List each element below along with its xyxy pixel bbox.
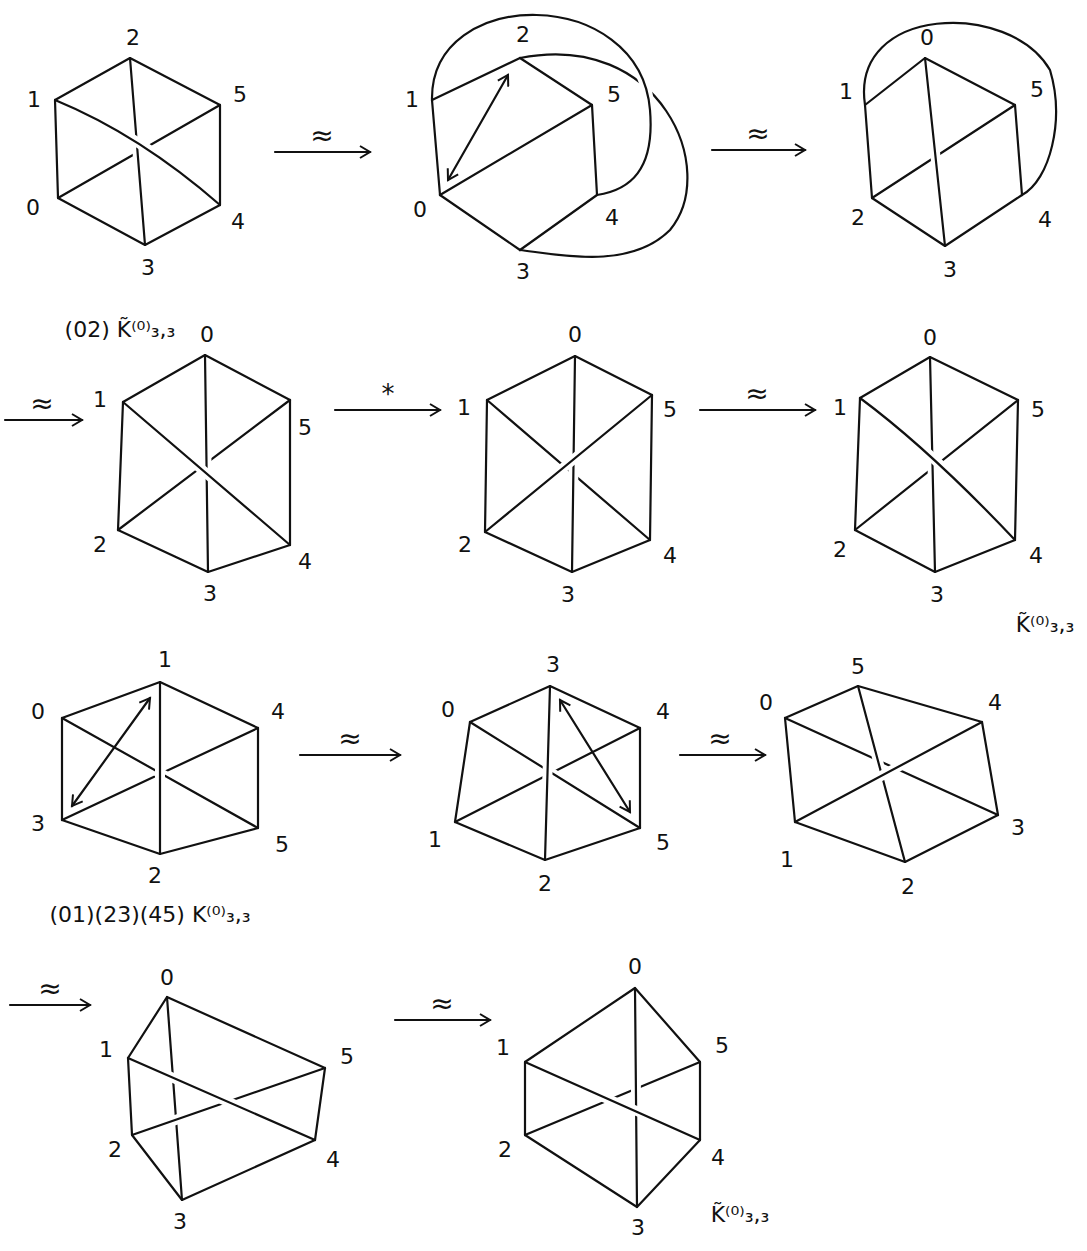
vertex-number: 4 bbox=[1038, 208, 1052, 232]
vertex-number: 1 bbox=[99, 1038, 113, 1062]
equivalence-sign: ≈ bbox=[430, 989, 453, 1020]
vertex-number: 2 bbox=[833, 538, 847, 562]
vertex-number: 4 bbox=[711, 1146, 725, 1170]
equivalence-sign: ≈ bbox=[30, 389, 53, 420]
vertex-number: 1 bbox=[780, 848, 794, 872]
vertex-number: 2 bbox=[901, 875, 915, 899]
graph-figure bbox=[864, 23, 1056, 246]
vertex-number: 2 bbox=[126, 26, 140, 50]
vertex-number: 5 bbox=[1030, 78, 1044, 102]
vertex-number: 5 bbox=[656, 831, 670, 855]
vertex-number: 2 bbox=[93, 533, 107, 557]
vertex-number: 3 bbox=[141, 256, 155, 280]
vertex-number: 3 bbox=[1011, 816, 1025, 840]
graph-name: (01)(23)(45) K⁽⁰⁾₃,₃ bbox=[49, 903, 250, 927]
vertex-number: 2 bbox=[498, 1138, 512, 1162]
vertex-number: 1 bbox=[833, 396, 847, 420]
vertex-number: 5 bbox=[715, 1034, 729, 1058]
vertex-number: 0 bbox=[923, 326, 937, 350]
graph-figure bbox=[855, 357, 1018, 572]
vertex-number: 2 bbox=[851, 206, 865, 230]
vertex-number: 0 bbox=[160, 966, 174, 990]
vertex-number: 5 bbox=[607, 83, 621, 107]
vertex-number: 0 bbox=[628, 955, 642, 979]
vertex-number: 3 bbox=[31, 812, 45, 836]
equivalence-sign: ≈ bbox=[338, 724, 361, 755]
graph-figure bbox=[128, 997, 325, 1200]
graph-figure bbox=[525, 988, 700, 1207]
vertex-number: 4 bbox=[1029, 544, 1043, 568]
vertex-number: 1 bbox=[457, 396, 471, 420]
vertex-number: 5 bbox=[340, 1045, 354, 1069]
vertex-number: 3 bbox=[930, 583, 944, 607]
graph-figure bbox=[62, 682, 258, 854]
vertex-number: 5 bbox=[663, 398, 677, 422]
vertex-number: 5 bbox=[275, 833, 289, 857]
vertex-number: 4 bbox=[298, 550, 312, 574]
graph-figure bbox=[455, 686, 640, 860]
equivalence-sign: ≈ bbox=[745, 379, 768, 410]
vertex-number: 1 bbox=[27, 88, 41, 112]
graph-figure bbox=[485, 356, 652, 572]
vertex-number: 1 bbox=[93, 388, 107, 412]
vertex-number: 4 bbox=[326, 1148, 340, 1172]
vertex-number: 1 bbox=[839, 80, 853, 104]
vertex-number: 0 bbox=[920, 26, 934, 50]
vertex-number: 0 bbox=[31, 700, 45, 724]
equivalence-sign: ≈ bbox=[38, 974, 61, 1005]
vertex-number: 4 bbox=[663, 544, 677, 568]
vertex-number: 2 bbox=[516, 23, 530, 47]
vertex-number: 5 bbox=[851, 655, 865, 679]
vertex-number: 4 bbox=[656, 700, 670, 724]
equivalence-sign: ≈ bbox=[708, 724, 731, 755]
vertex-number: 3 bbox=[561, 583, 575, 607]
vertex-number: 4 bbox=[271, 700, 285, 724]
graph-figure bbox=[55, 58, 220, 245]
graph-name: K̃⁽⁰⁾₃,₃ bbox=[1016, 613, 1075, 637]
transition-arrows bbox=[5, 150, 815, 1020]
vertex-number: 3 bbox=[203, 582, 217, 606]
vertex-number: 1 bbox=[428, 828, 442, 852]
vertex-number: 3 bbox=[631, 1216, 645, 1240]
graph-name: (02) K̃⁽⁰⁾₃,₃ bbox=[65, 318, 176, 342]
vertex-number: 3 bbox=[943, 258, 957, 282]
graph-figure bbox=[118, 355, 290, 572]
vertex-number: 1 bbox=[158, 648, 172, 672]
vertex-number: 5 bbox=[298, 416, 312, 440]
graph-figure bbox=[785, 686, 998, 862]
vertex-number: 5 bbox=[1031, 398, 1045, 422]
equivalence-sign: ≈ bbox=[310, 121, 333, 152]
vertex-number: 0 bbox=[759, 691, 773, 715]
vertex-number: 4 bbox=[988, 691, 1002, 715]
vertex-number: 0 bbox=[441, 698, 455, 722]
vertex-number: 0 bbox=[568, 323, 582, 347]
graph-figure bbox=[432, 15, 687, 257]
vertex-number: 2 bbox=[148, 864, 162, 888]
vertex-number: 3 bbox=[516, 260, 530, 284]
vertex-number: 4 bbox=[231, 210, 245, 234]
vertex-number: 5 bbox=[233, 83, 247, 107]
vertex-number: 1 bbox=[496, 1036, 510, 1060]
vertex-number: 0 bbox=[200, 323, 214, 347]
equivalence-sign: ≈ bbox=[746, 119, 769, 150]
vertex-number: 2 bbox=[458, 533, 472, 557]
vertex-number: 2 bbox=[538, 872, 552, 896]
graph-name: K̃⁽⁰⁾₃,₃ bbox=[711, 1203, 770, 1227]
vertex-number: 4 bbox=[605, 206, 619, 230]
vertex-number: 3 bbox=[546, 653, 560, 677]
move-sign: * bbox=[382, 380, 395, 409]
vertex-number: 3 bbox=[173, 1210, 187, 1234]
vertex-number: 2 bbox=[108, 1138, 122, 1162]
vertex-number: 0 bbox=[413, 198, 427, 222]
vertex-number: 1 bbox=[405, 88, 419, 112]
vertex-number: 0 bbox=[26, 196, 40, 220]
